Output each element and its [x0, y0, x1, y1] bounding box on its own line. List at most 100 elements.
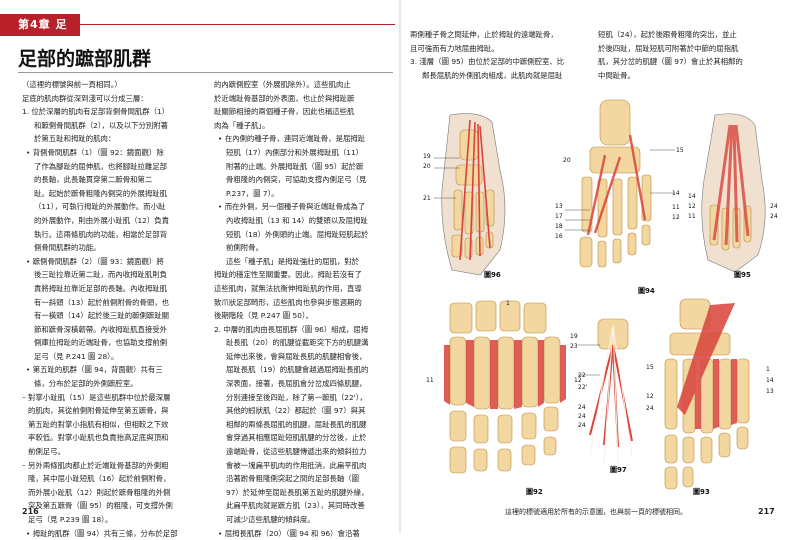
- callout-97-24a: 24: [578, 404, 586, 411]
- text-line: 隆，其中屈小趾短肌（16）起於前側附骨，: [28, 474, 171, 484]
- text-line: 肌，其分岔的肌腱（圖 97）會止於其相鄰的: [598, 57, 743, 67]
- text-line: 的外展動作，則由外展小趾肌（12）負責: [34, 215, 170, 225]
- chapter-tab: 第4章 足: [0, 14, 80, 36]
- callout-95-14: 14: [688, 193, 696, 200]
- figure-93: [664, 298, 750, 490]
- text-line: 足弓（見 P.241 圖 28）。: [34, 351, 119, 361]
- text-line: P.237，圖 7）。: [226, 188, 279, 198]
- text-line: 節和蹠骨深橫韌帶。內收拇趾肌直接受外: [34, 324, 168, 334]
- callout-94-16: 16: [555, 233, 563, 240]
- callout-94-13: 13: [555, 203, 563, 210]
- text-line: 致爪狀足部畸形，這些肌肉也參與步態週期的: [214, 297, 362, 307]
- text-line: 拇趾的穩定性至關重要。因此，拇趾若沒有了: [214, 270, 362, 280]
- callout-96-21: 21: [423, 195, 431, 202]
- text-line: • 拇趾的肌群（圖 94）共有三條，分布於足部: [26, 528, 178, 538]
- right-column-2: 短肌（24），起於後跟骨粗隆的突出，並止於後四趾，屈趾短肌可附著於中節的屈指肌肌…: [598, 28, 783, 82]
- callout-94-12: 12: [672, 214, 680, 221]
- text-line: • 蹠側骨間肌群（2）（圖 93：鏡面觀）將: [26, 256, 164, 266]
- text-line: 沿著跗骨粗隆側突起之間的足部長軸（圖: [226, 474, 360, 484]
- text-line: 後期階段（見 P.247 圖 50）。: [214, 311, 314, 321]
- callout-96-19: 19: [423, 153, 431, 160]
- page-number-left: 216: [22, 507, 39, 516]
- right-column-1: 兩側種子骨之間延伸，止於拇趾的遠端趾骨， 且可強而有力地屈曲拇趾。 3. 淺層（圖 …: [410, 28, 586, 82]
- text-line: 會被一塊扁平肌肉的作用抵消，此扁平肌肉: [226, 460, 367, 470]
- page-number-right: 217: [758, 507, 775, 516]
- text-line: 有一橫頭（14）起於後三趾的蹠側蹠趾關: [34, 311, 170, 321]
- text-line: 屈趾長肌（19）的肌腱會越過屈拇趾長肌的: [226, 365, 369, 375]
- callout-93-1: 1: [766, 366, 770, 373]
- callout-93-13: 13: [766, 388, 774, 395]
- callout-97-12: 12: [646, 393, 654, 400]
- text-line: 有一斜頭（13）起於前側附骨的骨頭，也: [34, 297, 170, 307]
- text-line: 於後四趾，屈趾短肌可附著於中節的屈指肌: [598, 43, 739, 53]
- text-line: 趾。起始於蹠骨粗隆內側突的外展拇趾肌: [34, 188, 168, 198]
- page-title: 足部的蹠部肌群: [18, 48, 152, 70]
- figure-92-label: 圖92: [526, 488, 543, 496]
- left-column-1: （這裡的標號與前一頁相同。）足底的肌肉群從深到淺可以分成三層：1. 位於深層的肌…: [22, 78, 210, 540]
- text-line: 足弓（見 P.239 圖 18）。: [28, 515, 113, 524]
- text-line: 1. 位於深層的肌肉有足部背側骨間肌群（1）: [22, 107, 170, 117]
- text-line: 第五趾的對掌小指肌有相似，但相較之下效: [28, 419, 169, 429]
- text-line: 側骨間肌群的功能。: [34, 243, 101, 253]
- text-line: 責將拇趾拉靠近足部的長軸。內收拇趾肌: [34, 283, 168, 293]
- text-line: 相鄰的兩條長屈肌的肌腱，屈趾長肌的肌腱: [226, 419, 367, 429]
- callout-94-14: 14: [672, 190, 680, 197]
- callout-95-24a: 24: [770, 203, 778, 210]
- text-line: 趾長肌（20）的肌腱從截距突下方的肌腱溝: [226, 338, 369, 348]
- callout-97-15: 15: [646, 364, 654, 371]
- figure-96: [434, 113, 506, 276]
- header-rule: [80, 24, 395, 25]
- text-line: 的肌肉，其從前側附骨延伸至第五蹠骨，與: [28, 406, 169, 416]
- left-column-2: 的內蹠側腔室（外展肌除外）。這些肌肉止於近端趾骨基部的外表面，也止於與拇趾蹠趾關…: [214, 78, 392, 540]
- text-line: 的長軸，此長軸貫穿第二蹠骨和第二: [34, 175, 153, 185]
- text-line: 兩側種子骨之間延伸，止於拇趾的遠端趾骨，: [410, 30, 558, 39]
- callout-97-24c: 24: [578, 422, 586, 429]
- figure-92: [444, 300, 566, 474]
- callout-94-20: 20: [563, 157, 571, 164]
- callout-94-15: 15: [676, 147, 684, 154]
- figure-96-label: 圖96: [484, 271, 501, 279]
- text-line: 了作為腳趾的屈伸肌，也將腳趾拉離足部: [34, 161, 168, 171]
- figure-93-label: 圖93: [693, 488, 710, 496]
- text-line: 延伸出來後，會與屈趾長肌的肌腱相會後，: [226, 351, 367, 361]
- text-line: • 背側骨間肌群（1）（圖 92：鏡面觀）除: [26, 147, 164, 157]
- callout-94-17: 17: [555, 213, 563, 220]
- text-line: • 第五趾的肌群（圖 94，背面觀）共有三: [26, 365, 163, 375]
- figure-95-label: 圖95: [734, 271, 751, 279]
- text-line: 這些肌肉，就無法抗衡伸拇趾肌的作用，直導: [214, 283, 362, 293]
- callout-97-24b: 24: [578, 413, 586, 420]
- callout-96-20: 20: [423, 163, 431, 170]
- callout-93-14: 14: [766, 377, 774, 384]
- callout-97-23: 23: [570, 343, 578, 350]
- text-line: 這些「種子肌」是拇趾強壯的屈肌，對於: [226, 256, 360, 266]
- text-line: 骨粗隆的內側突，可協助支撐內側足弓（見: [226, 175, 367, 185]
- text-line: 2. 中層的肌肉由長屈肌群（圖 96）組成，屈拇: [214, 324, 369, 334]
- text-line: 97）於延伸至屈趾長肌第五趾的肌腱外緣，: [226, 487, 369, 497]
- text-line: 於近端趾骨基部的外表面，也止於與拇趾蹠: [214, 93, 355, 103]
- figure-94-label: 圖94: [638, 287, 655, 295]
- text-line: 且可強而有力地屈曲拇趾。: [410, 43, 499, 53]
- text-line: 遠端趾骨，從這些肌腱傳遞出來的傾斜拉力: [226, 447, 367, 457]
- text-line: 趾關節相接的兩個種子骨，因此也稱這些肌: [214, 107, 355, 117]
- text-line: • 而在外側，另一個種子骨與近端趾骨成為了: [218, 202, 366, 212]
- text-line: 3. 淺層（圖 95）由位於足部的中蹠側腔室、比: [410, 57, 565, 67]
- text-line: – 對掌小趾肌（15）是這些肌群中位於最深層: [22, 392, 171, 402]
- figure-97-label: 圖97: [610, 466, 627, 474]
- text-line: • 在內側的種子骨，連同近端趾骨，是屈拇趾: [218, 134, 366, 144]
- text-line: 於第五趾和拇趾的肌肉：: [34, 134, 116, 144]
- text-line: 鄰長屈肌的外側肌肉組成，此肌肉就是屈趾: [422, 70, 563, 80]
- callout-94-18: 18: [555, 223, 563, 230]
- callout-95-24b: 24: [770, 213, 778, 220]
- text-line: 而外展小趾肌（12）則起於蹠骨粗隆的外側: [28, 487, 171, 497]
- text-line: 內收拇趾肌（13 和 14）的雙頭以及屈拇趾: [226, 215, 368, 225]
- callout-95-11: 11: [688, 213, 696, 220]
- text-line: 短肌（24），起於後跟骨粗隆的突出，並止: [598, 30, 737, 39]
- text-line: • 屈拇長肌群（20）（圖 94 和 96）會沿著: [218, 528, 360, 538]
- text-line: 其他的蚓狀肌（22）都起於（圖 97）與其: [226, 406, 366, 416]
- text-line: 短肌（17）內側部分和外展拇趾肌（11）: [226, 147, 364, 157]
- text-line: 此扁平肌肉就是蹠方肌（23），其同時改善: [226, 501, 365, 511]
- callout-97-22: 22: [578, 372, 586, 379]
- text-line: 的內蹠側腔室（外展肌除外）。這些肌肉止: [214, 80, 351, 89]
- callout-97-24d: 24: [646, 405, 654, 412]
